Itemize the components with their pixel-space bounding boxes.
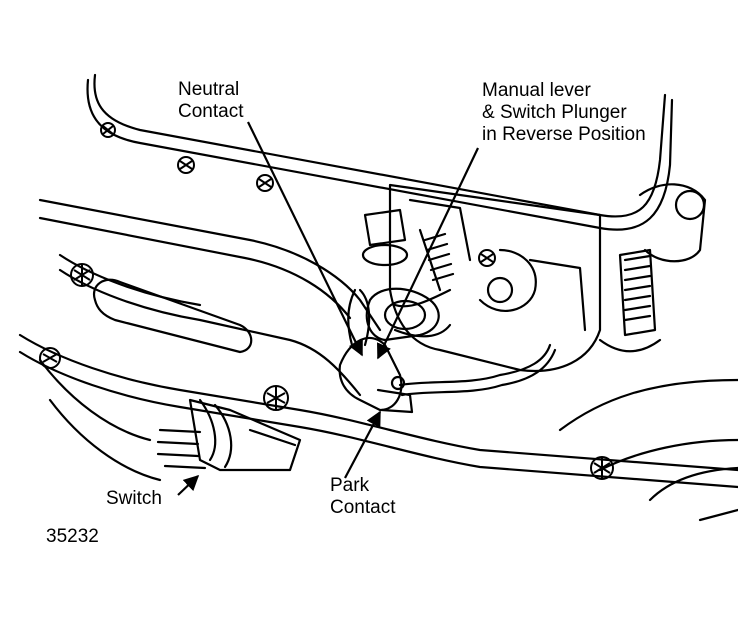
park-contact-label-line: Contact (330, 497, 396, 518)
manual-lever-label-line: Manual lever (482, 80, 591, 101)
contact-assembly (338, 336, 403, 412)
screw-heads (39, 122, 614, 480)
figure-number: 35232 (46, 526, 99, 547)
switch-connector (188, 398, 302, 472)
neutral-contact-leader (247, 121, 363, 357)
wire (398, 343, 552, 387)
spring-right (623, 254, 652, 322)
manual-lever-leader (377, 147, 479, 360)
neutral-contact-label: Neutral Contact (178, 79, 243, 123)
neutral-contact-label-line: Neutral (178, 79, 240, 100)
switch-leader (177, 474, 200, 496)
switch-label: Switch (106, 488, 162, 509)
park-contact-leader (344, 410, 381, 479)
manual-lever-label-line: & Switch Plunger (482, 102, 627, 123)
manual-lever-plate (365, 287, 440, 342)
manual-lever-label: Manual lever & Switch Plunger in Reverse… (482, 80, 646, 146)
neutral-contact-label-line: Contact (178, 101, 244, 122)
frame-slot (92, 278, 253, 354)
park-contact-label: Park Contact (330, 475, 395, 519)
manual-lever-label-line: in Reverse Position (482, 124, 646, 145)
case-outline (38, 198, 382, 332)
park-contact-label-line: Park (330, 475, 370, 496)
